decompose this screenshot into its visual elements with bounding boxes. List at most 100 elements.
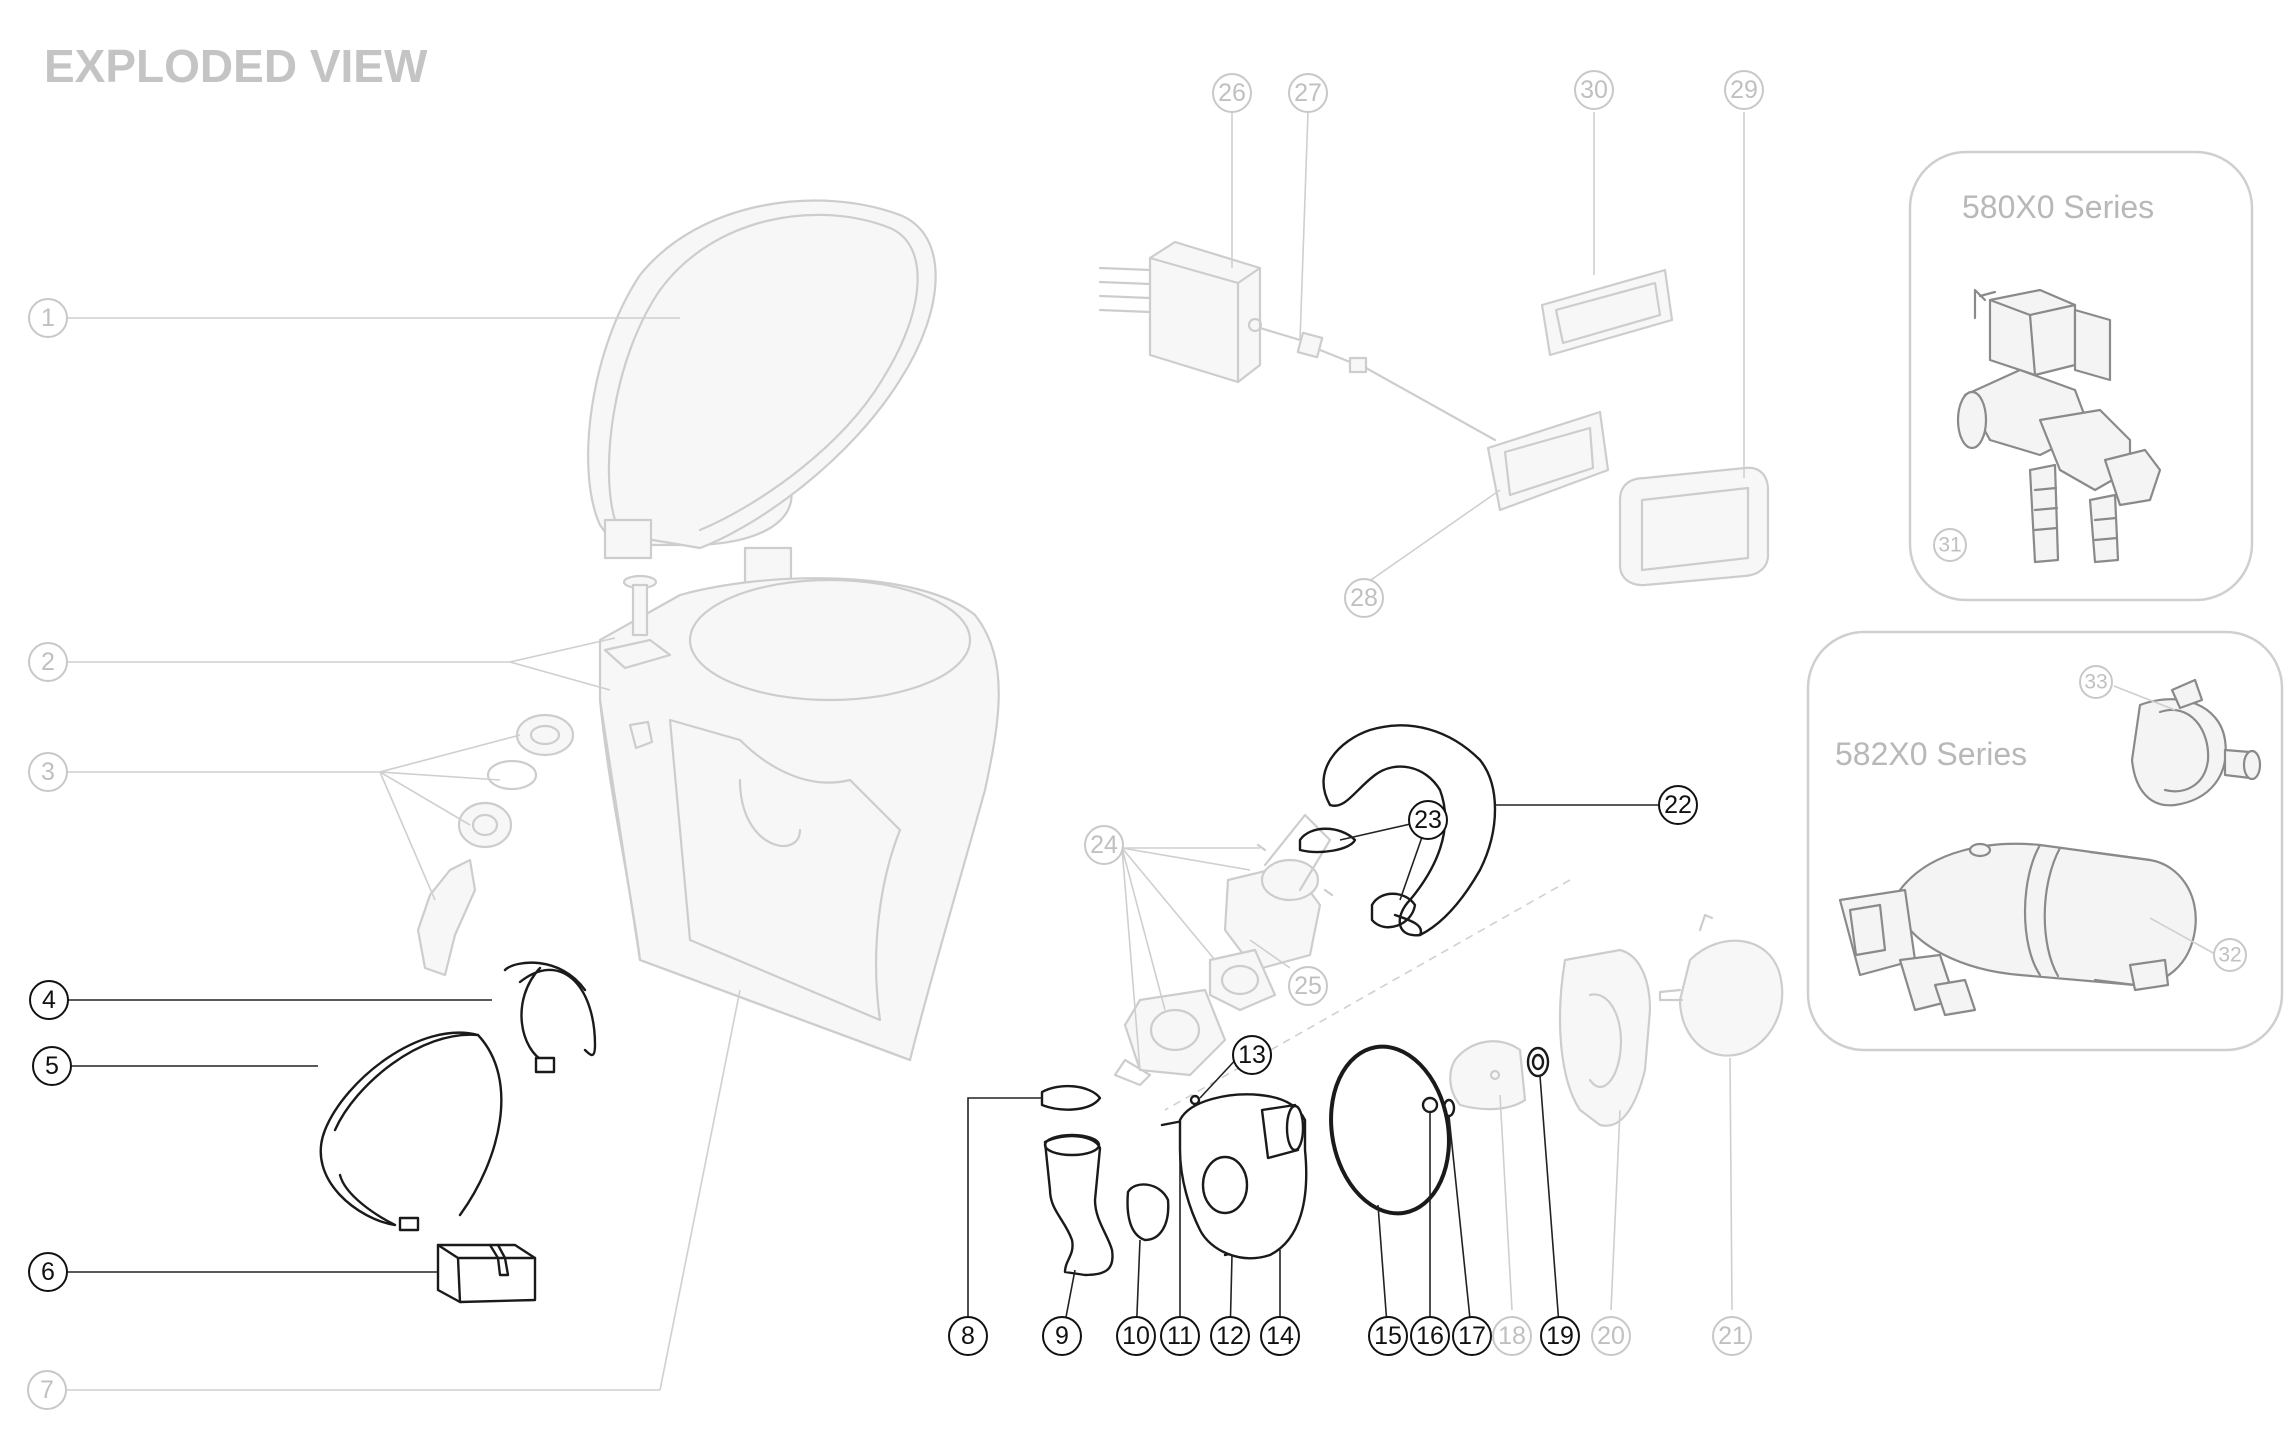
svg-text:14: 14 bbox=[1266, 1322, 1294, 1350]
callout-20: 20 bbox=[1591, 1316, 1631, 1356]
svg-text:5: 5 bbox=[45, 1052, 59, 1080]
grommet bbox=[515, 713, 575, 757]
elbow-fitting bbox=[416, 858, 477, 977]
pump-dark-parts bbox=[1040, 724, 1550, 1277]
svg-text:11: 11 bbox=[1167, 1322, 1193, 1350]
hinge-left bbox=[603, 518, 653, 560]
svg-text:25: 25 bbox=[1294, 972, 1322, 1000]
base-adapter bbox=[1123, 988, 1227, 1077]
control-box-illustration bbox=[1098, 240, 1770, 587]
series-leaders bbox=[2113, 685, 2216, 955]
callout-2: 2 bbox=[28, 642, 68, 682]
clamps-and-brush bbox=[319, 961, 597, 1304]
callout-19: 19 bbox=[1540, 1316, 1580, 1356]
svg-text:15: 15 bbox=[1374, 1322, 1402, 1350]
svg-text:7: 7 bbox=[40, 1376, 54, 1404]
outlet-elbow bbox=[1043, 1134, 1114, 1277]
callout-30: 30 bbox=[1574, 70, 1614, 110]
flush-switch-panel bbox=[1486, 410, 1610, 512]
callout-29: 29 bbox=[1724, 70, 1764, 110]
svg-text:13: 13 bbox=[1238, 1041, 1266, 1069]
svg-text:16: 16 bbox=[1416, 1322, 1444, 1350]
callout-18: 18 bbox=[1492, 1316, 1532, 1356]
large-band-clamp bbox=[319, 1031, 503, 1227]
svg-text:27: 27 bbox=[1294, 79, 1322, 107]
svg-text:23: 23 bbox=[1414, 806, 1442, 834]
callout-33: 33 bbox=[2079, 665, 2113, 699]
o-ring bbox=[1329, 1044, 1451, 1216]
svg-text:4: 4 bbox=[42, 986, 56, 1014]
callout-24: 24 bbox=[1084, 825, 1124, 865]
callout-9: 9 bbox=[1042, 1316, 1082, 1356]
svg-text:30: 30 bbox=[1580, 76, 1608, 104]
callout-31: 31 bbox=[1933, 528, 1967, 562]
brush-block bbox=[436, 1243, 537, 1304]
pump-faint-parts bbox=[1113, 813, 1784, 1127]
callout-11: 11 bbox=[1160, 1316, 1200, 1356]
callout-23: 23 bbox=[1408, 800, 1448, 840]
callout-6: 6 bbox=[28, 1252, 68, 1292]
series-580-panel: 580X0 Series bbox=[1908, 150, 2254, 602]
callout-5: 5 bbox=[32, 1046, 72, 1086]
callout-4: 4 bbox=[29, 980, 69, 1020]
svg-text:6: 6 bbox=[41, 1258, 55, 1286]
svg-text:32: 32 bbox=[2218, 944, 2241, 967]
svg-text:21: 21 bbox=[1718, 1322, 1746, 1350]
impeller-nut bbox=[1421, 1096, 1439, 1114]
assembly-axis bbox=[1164, 879, 1571, 1111]
callout-25: 25 bbox=[1288, 966, 1328, 1006]
svg-text:31: 31 bbox=[1938, 534, 1961, 557]
cover-plate bbox=[1540, 268, 1674, 357]
svg-text:9: 9 bbox=[1055, 1322, 1069, 1350]
callout-28: 28 bbox=[1344, 578, 1384, 618]
callout-10: 10 bbox=[1116, 1316, 1156, 1356]
diagram-title: EXPLODED VIEW bbox=[44, 40, 428, 92]
callout-7: 7 bbox=[27, 1370, 67, 1410]
control-box bbox=[1148, 240, 1262, 384]
small-hose-clamp bbox=[1126, 1183, 1170, 1242]
series-582-panel: 582X0 Series bbox=[1806, 630, 2284, 1052]
callout-13: 13 bbox=[1232, 1035, 1272, 1075]
pump-faint-leaders bbox=[1121, 847, 1733, 1311]
hose-clamp-upper bbox=[1298, 827, 1357, 854]
svg-text:24: 24 bbox=[1090, 831, 1118, 859]
svg-text:33: 33 bbox=[2084, 671, 2107, 694]
callout-16: 16 bbox=[1410, 1316, 1450, 1356]
callout-3: 3 bbox=[28, 752, 68, 792]
callout-27: 27 bbox=[1288, 73, 1328, 113]
svg-text:1: 1 bbox=[41, 304, 55, 332]
svg-text:22: 22 bbox=[1664, 791, 1692, 819]
series-580-label: 580X0 Series bbox=[1962, 189, 2154, 225]
series-582-label: 582X0 Series bbox=[1835, 736, 2027, 772]
callout-8: 8 bbox=[948, 1316, 988, 1356]
switch-bezel bbox=[1618, 466, 1770, 587]
bolt-plate bbox=[603, 638, 672, 670]
callout-21: 21 bbox=[1712, 1316, 1752, 1356]
callout-1: 1 bbox=[28, 298, 68, 338]
callout-12: 12 bbox=[1210, 1316, 1250, 1356]
svg-text:3: 3 bbox=[41, 758, 55, 786]
toilet-leader-lines bbox=[62, 317, 741, 1391]
svg-text:10: 10 bbox=[1122, 1322, 1150, 1350]
callout-22: 22 bbox=[1658, 785, 1698, 825]
svg-text:17: 17 bbox=[1458, 1322, 1486, 1350]
callout-14: 14 bbox=[1260, 1316, 1300, 1356]
callout-15: 15 bbox=[1368, 1316, 1408, 1356]
nut bbox=[457, 801, 513, 849]
svg-text:19: 19 bbox=[1546, 1322, 1574, 1350]
svg-text:29: 29 bbox=[1730, 76, 1758, 104]
callout-17: 17 bbox=[1452, 1316, 1492, 1356]
small-band-clamp bbox=[518, 966, 597, 1064]
svg-text:2: 2 bbox=[41, 648, 55, 676]
washer bbox=[1189, 1094, 1201, 1106]
shaft-seal bbox=[1526, 1046, 1550, 1078]
outlet-clamp bbox=[1040, 1084, 1102, 1111]
toilet-lid bbox=[587, 199, 937, 550]
toilet-illustration bbox=[416, 199, 1000, 1062]
svg-text:8: 8 bbox=[961, 1322, 975, 1350]
svg-text:28: 28 bbox=[1350, 584, 1378, 612]
svg-text:18: 18 bbox=[1498, 1322, 1526, 1350]
motor-end-cap bbox=[1678, 939, 1784, 1057]
motor-flange bbox=[1558, 948, 1652, 1127]
